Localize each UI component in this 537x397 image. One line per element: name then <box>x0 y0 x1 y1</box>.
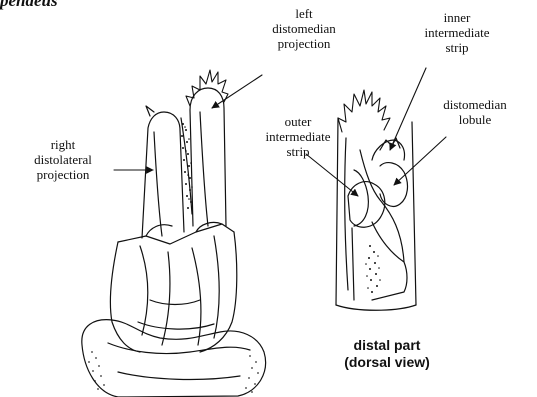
label-distomedian-lobule: distomedian lobule <box>420 97 530 127</box>
right-distolateral-projection-shape <box>142 112 184 238</box>
base-stipple <box>88 351 259 393</box>
label-inner-intermediate-strip: inner intermediate strip <box>412 10 502 55</box>
distal-stipple <box>365 245 381 293</box>
full-structure-drawing <box>82 70 266 397</box>
figure-caption: distal part (dorsal view) <box>320 337 454 371</box>
left-drawing-base <box>82 320 266 397</box>
label-outer-intermediate-strip: outer intermediate strip <box>246 114 350 159</box>
figure-title-fragment: pendeus <box>0 0 58 11</box>
arrow-left-distomedian <box>212 75 262 108</box>
arrow-distomedian-lobule <box>394 137 446 185</box>
left-distomedian-projection-shape <box>190 88 226 226</box>
label-right-distolateral-projection: right distolateral projection <box>12 137 114 182</box>
arrow-outer-intermediate <box>306 154 358 196</box>
label-left-distomedian-projection: left distomedian projection <box>252 6 356 51</box>
